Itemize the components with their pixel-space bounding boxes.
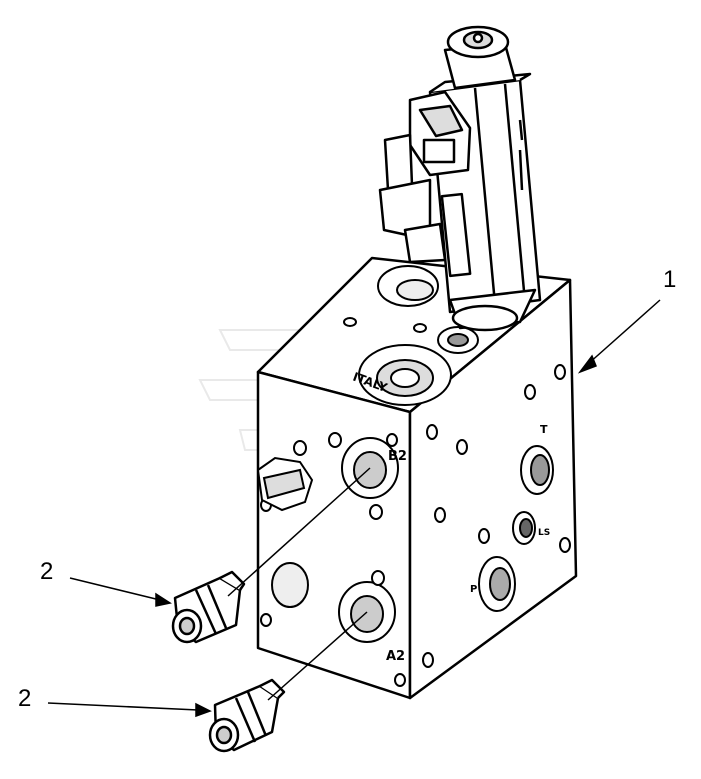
right-face-ports (422, 364, 571, 668)
fitting-upper (171, 570, 246, 644)
assembly-lines (227, 467, 371, 701)
callout-label-2-lower: 2 (18, 685, 32, 712)
block-right-face (408, 278, 578, 700)
solenoid-valve (378, 25, 542, 332)
front-face-ports (260, 432, 406, 687)
top-face-ports (343, 265, 479, 406)
port-label-a2: A2 (386, 649, 405, 664)
port-label-p: P (470, 584, 477, 595)
hex-plug (256, 456, 314, 512)
fitting-lower (208, 678, 286, 753)
port-label-b2: B2 (388, 449, 407, 464)
port-label-ls: LS (538, 528, 550, 538)
leader-lines (47, 299, 661, 718)
callout-label-2-upper: 2 (40, 558, 54, 585)
callout-label-1: 1 (663, 266, 677, 293)
port-label-t: T (540, 423, 548, 436)
